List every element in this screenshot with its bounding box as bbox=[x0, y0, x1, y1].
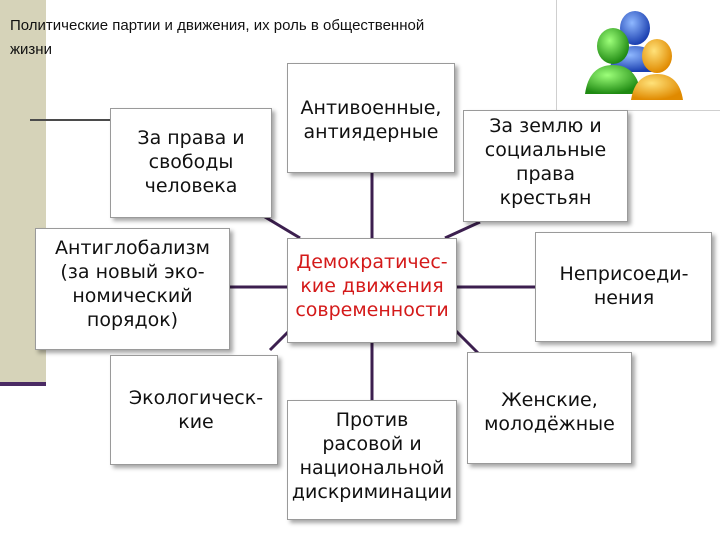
label-nonaligned: Неприсоеди- нения bbox=[559, 263, 689, 309]
label-women: Женские, молодёжные bbox=[484, 389, 615, 435]
node-land bbox=[463, 110, 628, 222]
label-antiwar: Антивоенные, антиядерные bbox=[300, 97, 442, 143]
node-nonaligned bbox=[535, 232, 712, 342]
node-antiracism bbox=[287, 400, 457, 520]
node-rights bbox=[110, 108, 272, 218]
label-center: Демократичес- кие движения современности bbox=[295, 251, 449, 321]
node-antiglobal bbox=[35, 228, 230, 350]
page-title: Политические партии и движения, их роль … bbox=[10, 17, 425, 58]
person-green bbox=[585, 28, 641, 94]
label-antiracism: Против расовой и национальной дискримина… bbox=[291, 409, 453, 503]
node-ecology bbox=[110, 355, 278, 465]
person-orange bbox=[631, 39, 683, 100]
label-rights: За права и свободы человека bbox=[137, 127, 245, 197]
title-underline bbox=[30, 119, 115, 121]
label-antiglobal: Антиглобализм (за новый эко- номический … bbox=[55, 237, 210, 331]
node-center bbox=[287, 238, 457, 343]
label-land: За землю и социальные права крестьян bbox=[484, 115, 607, 209]
label-ecology: Экологическ- кие bbox=[128, 387, 264, 433]
sidebar-accent-band bbox=[0, 382, 46, 386]
node-women bbox=[467, 352, 632, 464]
node-antiwar bbox=[287, 63, 455, 173]
people-group-icon bbox=[556, 0, 720, 111]
